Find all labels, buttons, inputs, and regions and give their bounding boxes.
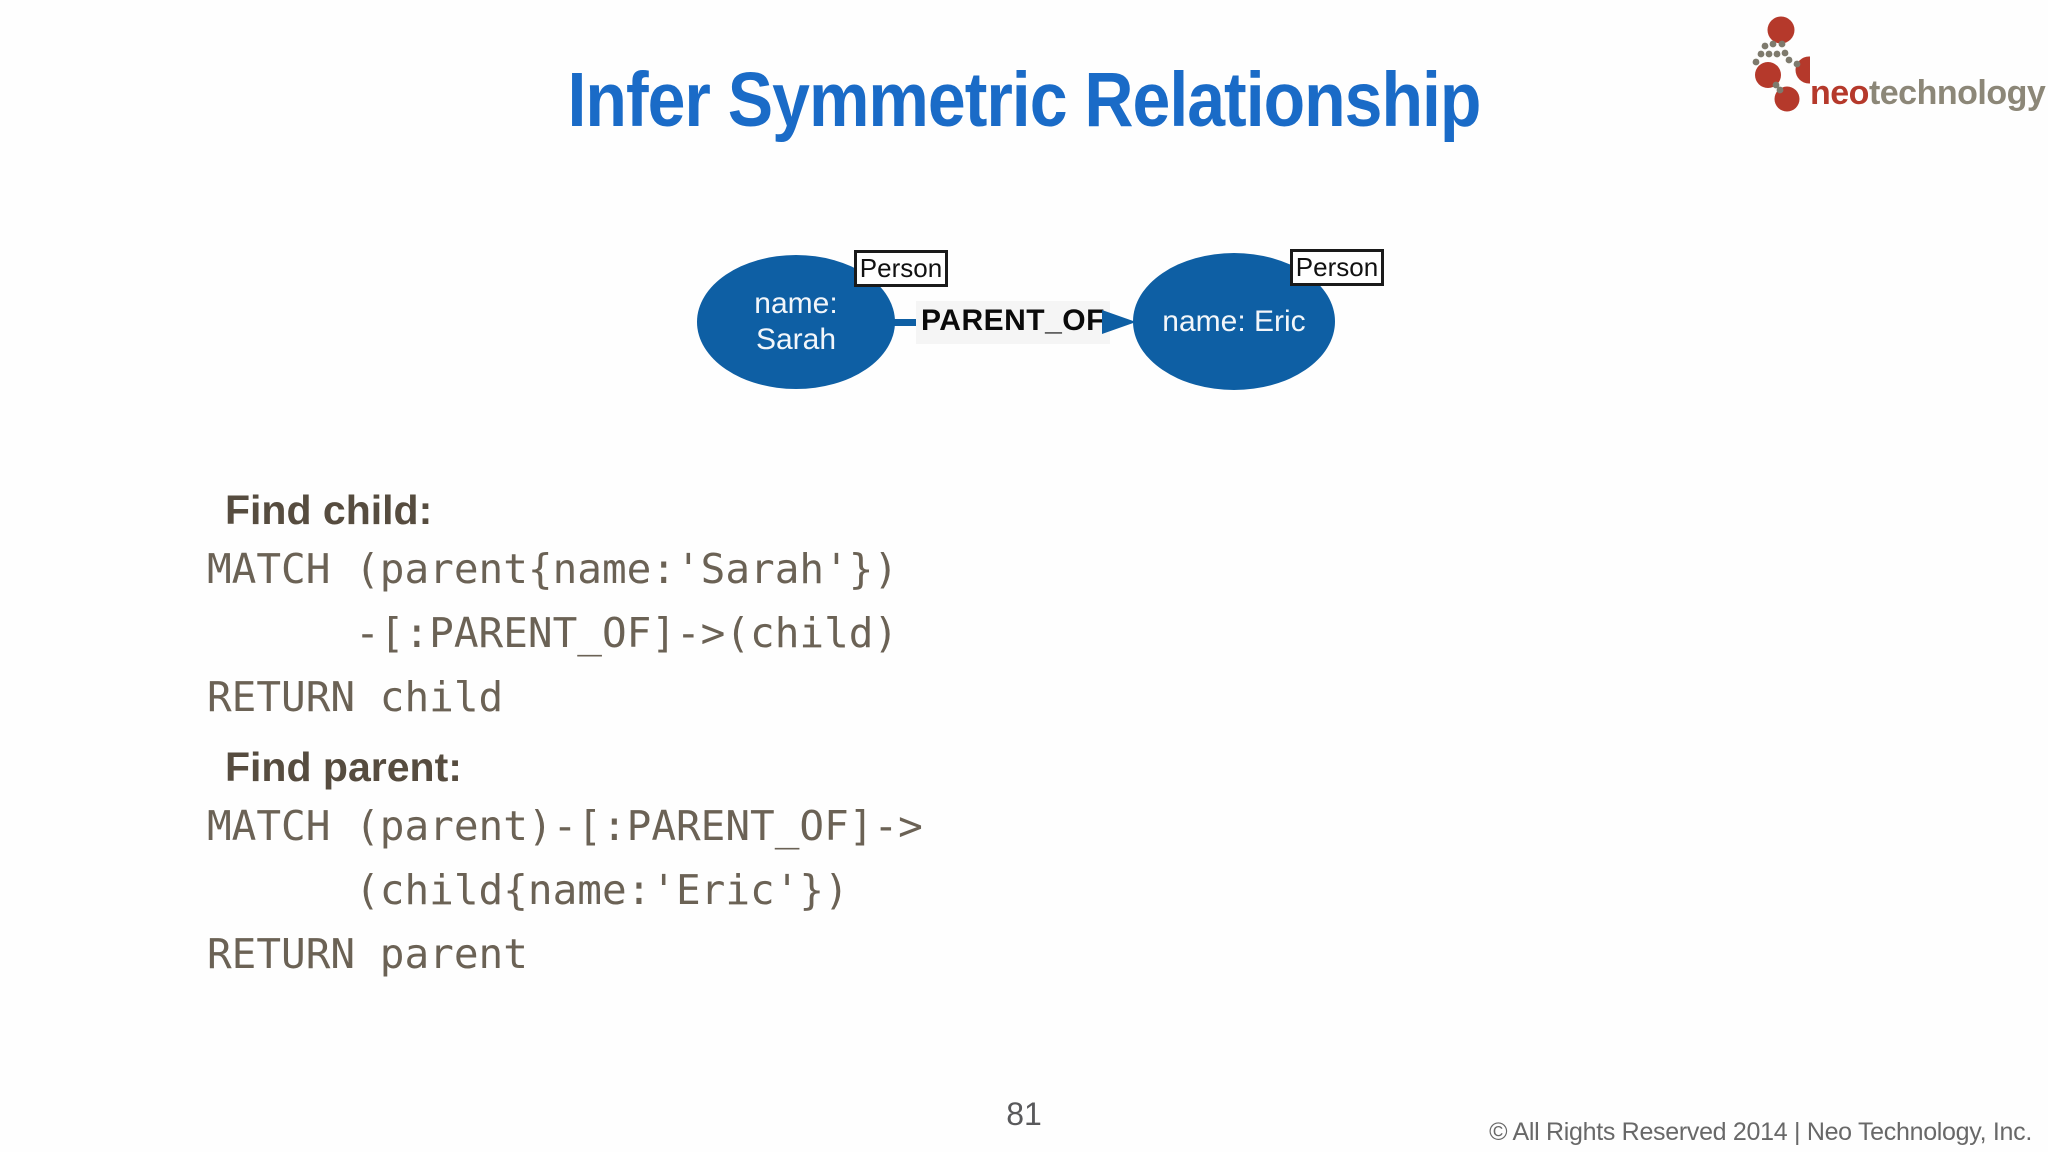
code-line: MATCH (parent{name:'Sarah'}) (207, 545, 899, 593)
page-number: 81 (1006, 1096, 1042, 1132)
node-eric-label: name: Eric (1162, 304, 1306, 338)
find-child-heading: Find child: (225, 487, 433, 533)
code-line: -[:PARENT_OF]->(child) (207, 609, 899, 657)
slide-title: Infer Symmetric Relationship (567, 57, 1482, 144)
code-line: RETURN child (207, 673, 504, 721)
find-parent-heading: Find parent: (225, 744, 462, 790)
code-line: (child{name:'Eric'}) (207, 866, 849, 914)
relationship-label: PARENT_OF (916, 301, 1110, 344)
arrowhead-icon (1102, 310, 1136, 334)
code-line: RETURN parent (207, 930, 528, 978)
copyright-notice: © All Rights Reserved 2014 | Neo Technol… (1489, 1118, 2032, 1146)
node-sarah-type-label: Person (854, 250, 948, 287)
node-eric-type-label: Person (1290, 249, 1384, 286)
neo-technology-logo: neotechnology (1748, 10, 2046, 120)
logo-text-neo: neo (1810, 74, 1869, 112)
logo-wordmark: neotechnology (1810, 74, 2046, 113)
logo-graph-dots-icon (1752, 16, 1810, 112)
code-line: MATCH (parent)-[:PARENT_OF]-> (207, 802, 923, 850)
logo-text-technology: technology (1868, 74, 2046, 112)
node-sarah-label: name: Sarah (754, 287, 838, 356)
node-sarah: name: Sarah (697, 255, 895, 389)
